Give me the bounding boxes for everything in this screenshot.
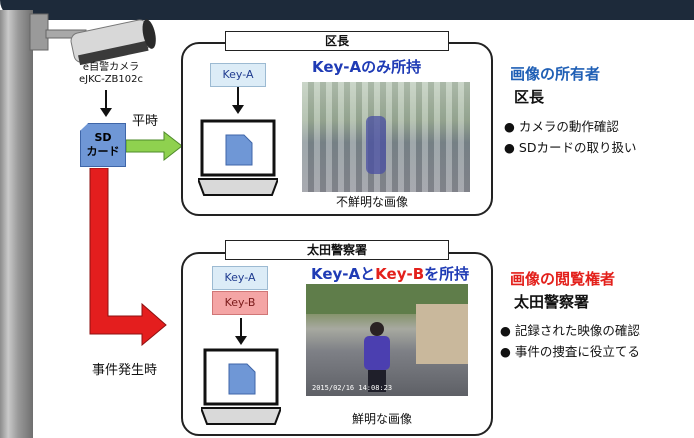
panel-police-caption: 鮮明な画像: [352, 412, 413, 426]
heading-key-b: Key-B: [375, 265, 425, 283]
blurred-camera-image: [302, 82, 470, 192]
camera-pole: [0, 10, 33, 438]
incident-label: 事件発生時: [92, 363, 158, 378]
laptop-icon: [201, 348, 281, 425]
owner-bullet: カメラの動作確認: [504, 116, 636, 137]
owner-name: 区長: [514, 88, 545, 106]
red-arrow-icon: [89, 168, 167, 346]
person-jacket: [364, 336, 390, 370]
arrow-down-icon: [232, 87, 244, 114]
panel-ward-chief-caption: 不鮮明な画像: [336, 195, 409, 209]
top-banner: [0, 0, 694, 20]
owner-bullet: SDカードの取り扱い: [504, 137, 637, 158]
viewer-title: 画像の閲覧権者: [510, 270, 616, 288]
sd-card-icon: SD カード: [80, 123, 126, 167]
clear-camera-image: 2015/02/16 14:08:23: [306, 284, 468, 396]
camera-label: e自警カメラ eJKC-ZB102c: [79, 62, 143, 85]
viewer-bullet: 事件の捜査に役立てる: [500, 341, 640, 362]
key-a-badge: Key-A: [210, 63, 266, 87]
viewer-name: 太田警察署: [514, 293, 590, 311]
viewer-bullet: 記録された映像の確認: [500, 320, 640, 341]
key-b-badge: Key-B: [212, 291, 268, 315]
person-legs: [368, 370, 386, 392]
heading-key-a: Key-A: [311, 265, 361, 283]
panel-police-title: 太田警察署: [225, 240, 449, 260]
viewer-bullets: 記録された映像の確認 事件の捜査に役立てる: [500, 320, 640, 362]
panel-police-heading: Key-AとKey-Bを所持: [311, 263, 469, 284]
normal-time-label: 平時: [132, 114, 159, 129]
arrow-down-icon: [100, 90, 112, 117]
panel-ward-chief-title: 区長: [225, 31, 449, 51]
image-timestamp: 2015/02/16 14:08:23: [312, 384, 393, 392]
panel-ward-chief-heading: Key-Aのみ所持: [312, 58, 422, 76]
heading-and: と: [360, 265, 376, 283]
key-a-badge: Key-A: [212, 266, 268, 290]
laptop-icon: [198, 119, 278, 196]
wall: [416, 304, 468, 364]
arrow-down-icon: [235, 318, 247, 345]
security-camera-icon: [29, 13, 156, 66]
heading-suffix: を所持: [424, 265, 470, 283]
green-arrow-icon: [126, 130, 183, 162]
owner-bullets: カメラの動作確認 SDカードの取り扱い: [504, 116, 637, 158]
owner-title: 画像の所有者: [510, 65, 601, 83]
blurred-person: [366, 116, 386, 174]
person-head: [370, 322, 384, 336]
